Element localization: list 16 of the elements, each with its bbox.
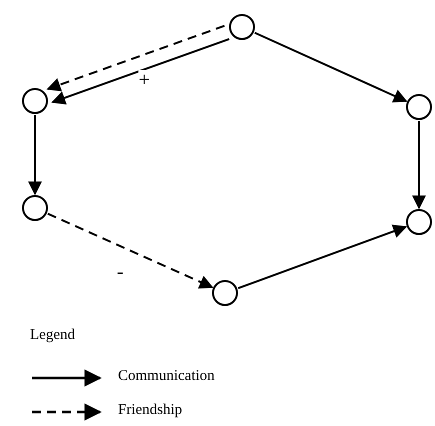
arrow <box>238 224 408 290</box>
legend-label: Communication <box>118 369 215 384</box>
circle-node <box>229 14 255 40</box>
arrow <box>47 212 214 289</box>
legend-label: Friendship <box>118 403 182 418</box>
arrow <box>51 38 230 105</box>
arrow <box>46 24 225 92</box>
circle-node <box>22 88 48 114</box>
legend-title: Legend <box>30 328 75 343</box>
circle-node <box>406 209 432 235</box>
arrow <box>412 121 426 210</box>
arrow <box>254 32 408 102</box>
circle-node <box>22 195 48 221</box>
arrow <box>28 115 42 196</box>
circle-node <box>212 280 238 306</box>
circle-node <box>406 94 432 120</box>
